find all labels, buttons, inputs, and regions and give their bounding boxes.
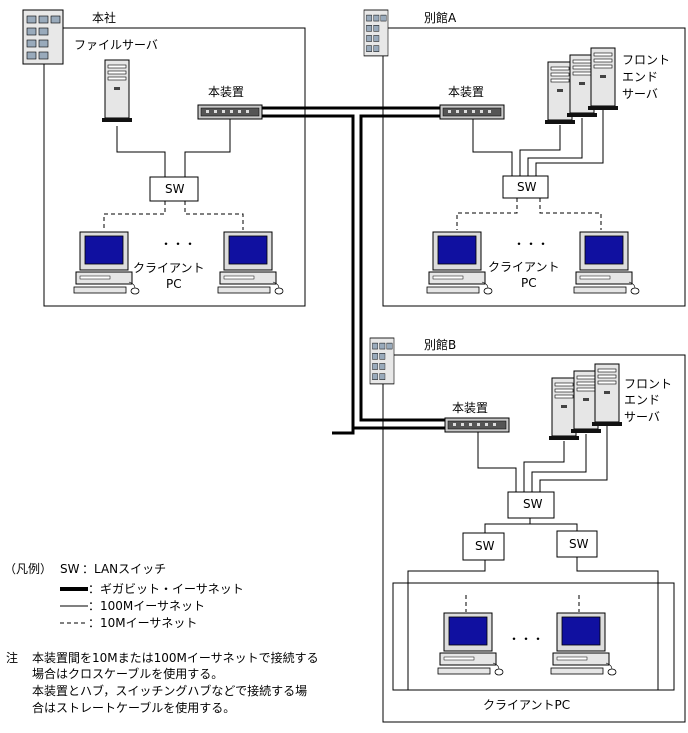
- annex-a-box: [382, 27, 686, 307]
- annex-b-main-switch: [507, 491, 555, 519]
- annex-b-frontend-label-1: フロント: [624, 377, 672, 391]
- hq-switch-label: SW: [165, 182, 185, 196]
- hq-ten-lines: [103, 201, 244, 230]
- annex-a-frontend-server-3-icon: [587, 47, 619, 111]
- legend-sw-desc: ：LANスイッチ: [82, 562, 166, 576]
- hq-client-pc-left-icon: [73, 231, 140, 295]
- annex-a-name: 別館A: [424, 10, 457, 25]
- note-line-1: 本装置間を10Mまたは100Mイーサネットで接続する: [32, 650, 319, 665]
- annex-b-left-switch: [462, 532, 505, 561]
- annex-b-client-group-box: [392, 582, 675, 691]
- annex-b-frontend-server-3-icon: [591, 363, 623, 427]
- annex-b-device-icon: [444, 417, 510, 433]
- annex-a-client-label-1: クライアント: [488, 260, 560, 274]
- note-line-2: 場合はクロスケーブルを使用する。: [32, 666, 223, 681]
- hq-fast-lines: [116, 119, 231, 177]
- annex-b-main-switch-label: SW: [523, 497, 543, 511]
- annex-b-box: [382, 354, 686, 723]
- legend-sw-abbr: SW: [60, 562, 80, 576]
- hq-client-pc-right-icon: [217, 231, 284, 295]
- annex-b-right-switch: [556, 530, 598, 558]
- annex-a-frontend-label-3: サーバ: [622, 87, 658, 101]
- annex-a-ten-lines: [456, 198, 602, 230]
- hq-dots: ・・・: [160, 237, 196, 251]
- annex-b-fast-lines: [407, 426, 659, 690]
- note-line-4: 合はストレートケーブルを使用する。: [32, 700, 235, 715]
- annex-a-fast-lines: [472, 110, 604, 176]
- legend-gigabit-desc: ：ギガビット・イーサネット: [88, 582, 244, 596]
- hq-switch: [149, 176, 199, 202]
- hq-name: 本社: [92, 10, 116, 25]
- annex-b-left-switch-label: SW: [475, 539, 495, 553]
- annex-a-dots: ・・・: [513, 237, 549, 251]
- annex-b-name: 別館B: [424, 337, 456, 352]
- legend-ten-desc: ：10Mイーサネット: [88, 616, 197, 630]
- gigabit-backbone: [262, 106, 445, 435]
- annex-a-switch-label: SW: [517, 180, 537, 194]
- annex-a-device-label: 本装置: [448, 85, 484, 99]
- annex-a-client-pc-left-icon: [426, 231, 493, 295]
- hq-file-server-icon: [101, 59, 133, 123]
- annex-b-dots: ・・・: [508, 632, 544, 646]
- hq-file-server-label: ファイルサーバ: [74, 38, 158, 52]
- hq-box: [43, 27, 306, 307]
- annex-b-client-pc-right-icon: [550, 612, 617, 676]
- annex-a-switch: [502, 175, 549, 199]
- annex-b-device-label: 本装置: [452, 401, 488, 415]
- annex-a-client-pc-right-icon: [573, 231, 640, 295]
- annex-a-frontend-label-1: フロント: [622, 53, 670, 67]
- hq-client-label-2: PC: [166, 277, 182, 291]
- hq-building-icon: [22, 9, 64, 65]
- annex-a-frontend-label-2: エンド: [622, 70, 658, 84]
- annex-b-building-icon: [369, 337, 395, 385]
- annex-a-client-label-2: PC: [521, 276, 537, 290]
- annex-b-client-pc-left-icon: [437, 612, 504, 676]
- annex-a-building-icon: [363, 9, 389, 57]
- annex-b-frontend-label-2: エンド: [624, 393, 660, 407]
- annex-b-ten-lines: [465, 595, 580, 612]
- hq-device-icon: [197, 104, 263, 120]
- annex-b-right-switch-label: SW: [569, 537, 589, 551]
- note-line-3: 本装置とハブ，スイッチングハブなどで接続する場: [32, 683, 307, 698]
- annex-a-device-icon: [439, 104, 505, 120]
- legend-fast-desc: ：100Mイーサネット: [88, 599, 205, 613]
- annex-b-frontend-label-3: サーバ: [624, 410, 660, 424]
- hq-device-label: 本装置: [208, 85, 244, 99]
- note-mark: 注: [6, 650, 18, 665]
- hq-client-label-1: クライアント: [133, 261, 205, 275]
- annex-b-client-label: クライアントPC: [483, 698, 570, 712]
- legend-title: （凡例）: [4, 562, 52, 576]
